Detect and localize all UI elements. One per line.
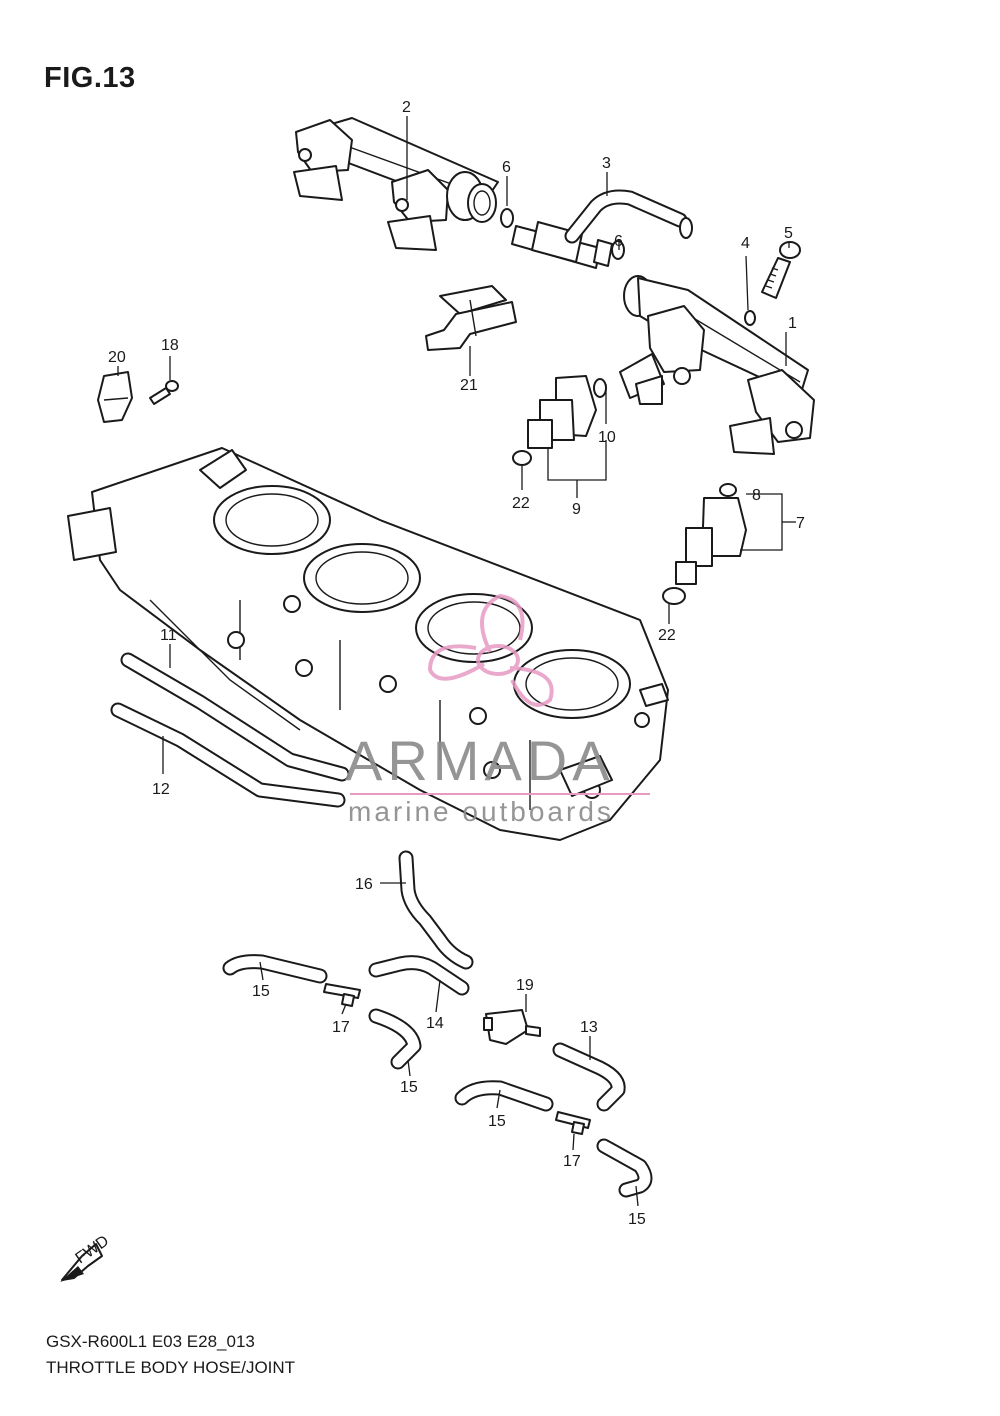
fuel-delivery-pipe-2 <box>293 117 499 251</box>
callout-6-upper: 6 <box>502 159 511 176</box>
callout-15-d: 15 <box>628 1211 646 1228</box>
part-callouts: 1 2 3 4 5 6 6 7 8 9 10 11 12 13 14 15 15… <box>108 99 805 1228</box>
gasket-11 <box>120 652 350 782</box>
callout-15-c: 15 <box>488 1113 506 1130</box>
callout-8: 8 <box>752 487 761 504</box>
forward-direction-arrow: FWD <box>60 1232 112 1282</box>
fuel-injector-9 <box>512 375 607 466</box>
callout-5: 5 <box>784 225 793 242</box>
callout-17-b: 17 <box>563 1153 581 1170</box>
callout-3: 3 <box>602 155 611 172</box>
model-code: GSX-R600L1 E03 E28_013 <box>46 1332 255 1351</box>
callout-4: 4 <box>741 235 750 252</box>
hose-15-d <box>596 1138 653 1198</box>
callout-12: 12 <box>152 781 170 798</box>
assembly-name: THROTTLE BODY HOSE/JOINT <box>46 1358 296 1377</box>
o-ring-6-lower <box>611 240 625 260</box>
callout-22-upper: 22 <box>512 495 530 512</box>
callout-9: 9 <box>572 501 581 518</box>
callout-16: 16 <box>355 876 373 893</box>
hose-15-c <box>454 1080 554 1112</box>
hose-13 <box>552 1042 626 1112</box>
callout-15-b: 15 <box>400 1079 418 1096</box>
callout-6-lower: 6 <box>614 233 623 250</box>
callout-15-a: 15 <box>252 983 270 1000</box>
watermark-underline <box>350 793 650 795</box>
callout-19: 19 <box>516 977 534 994</box>
callout-20: 20 <box>108 349 126 366</box>
bracket-21 <box>425 285 517 351</box>
hose-15-a <box>222 954 328 984</box>
sensor-20 <box>97 371 133 423</box>
fuel-injector-7 <box>662 483 747 605</box>
callout-13: 13 <box>580 1019 598 1036</box>
callout-11: 11 <box>160 627 177 644</box>
watermark-logo <box>427 593 554 707</box>
watermark-brand: ARMADA <box>345 729 615 792</box>
callout-18: 18 <box>161 337 179 354</box>
washer-4 <box>744 310 756 326</box>
callout-14: 14 <box>426 1015 444 1032</box>
callout-21: 21 <box>460 377 478 394</box>
fuel-delivery-pipe-1 <box>619 275 815 455</box>
fuel-pipe-3 <box>511 189 693 269</box>
gasket-12 <box>110 702 346 808</box>
leader-lines <box>117 116 796 1207</box>
joint-17-a <box>323 983 361 1007</box>
callout-10: 10 <box>598 429 616 446</box>
o-ring-6-upper <box>500 208 514 228</box>
figure-title: FIG.13 <box>44 62 136 94</box>
hose-14 <box>368 955 470 996</box>
hose-15-b <box>368 1008 422 1070</box>
watermark-tagline: marine outboards <box>348 796 614 827</box>
joint-17-b <box>555 1111 591 1135</box>
bolt-5 <box>761 241 801 299</box>
callout-2: 2 <box>402 99 411 116</box>
callout-22-lower: 22 <box>658 627 676 644</box>
joint-19 <box>483 1009 541 1045</box>
callout-7: 7 <box>796 515 805 532</box>
screw-18 <box>149 380 179 405</box>
callout-17-a: 17 <box>332 1019 350 1036</box>
callout-1: 1 <box>788 315 797 332</box>
hose-16 <box>398 850 474 970</box>
